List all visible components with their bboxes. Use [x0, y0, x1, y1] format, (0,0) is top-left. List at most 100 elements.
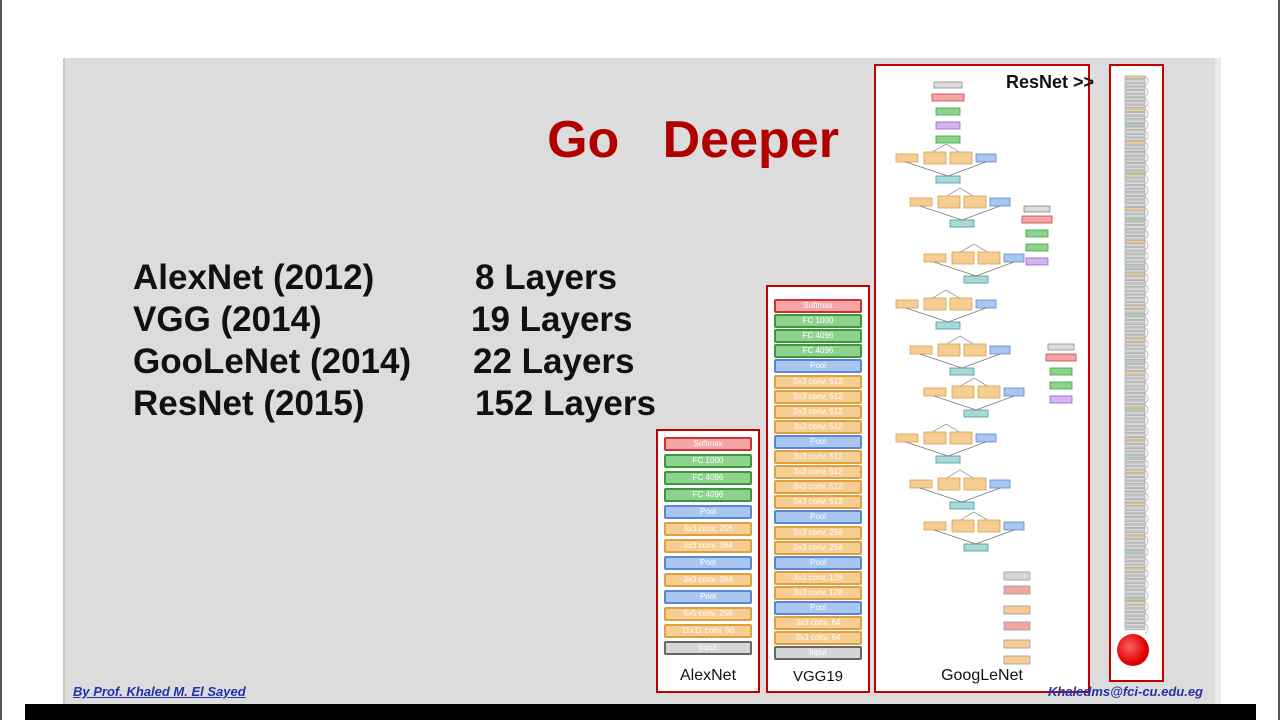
googlenet-block — [1003, 585, 1031, 595]
resnet-layer — [1124, 206, 1146, 211]
skip-connection — [1144, 174, 1149, 185]
skip-connection — [1144, 119, 1149, 131]
vgg19-label: VGG19 — [792, 668, 844, 685]
googlenet-block — [951, 519, 975, 533]
googlenet-graph — [895, 81, 1077, 665]
resnet-layer — [1124, 571, 1146, 576]
googlenet-block — [909, 345, 933, 355]
laser-pointer-dot — [1117, 634, 1149, 666]
resnet-layer — [1124, 531, 1146, 536]
resnet-layer — [1124, 254, 1146, 258]
googlenet-block — [951, 251, 975, 265]
googlenet-block — [935, 321, 961, 330]
resnet-layer — [1124, 615, 1146, 620]
layer-block: 3x3 conv, 256 — [664, 522, 752, 536]
googlenet-block — [935, 135, 961, 144]
resnet-layer — [1124, 196, 1146, 200]
network-name: GooLeNet (2014) — [133, 342, 412, 381]
slide-edge — [63, 58, 65, 704]
resnet-layer — [1124, 214, 1146, 218]
resnet-layer — [1124, 258, 1146, 262]
googlenet-block — [923, 151, 947, 165]
resnet-layer — [1124, 75, 1146, 79]
layer-block: FC 4096 — [664, 488, 752, 502]
connector-line — [933, 395, 977, 411]
resnet-layer — [1124, 101, 1146, 105]
resnet-layer — [1124, 480, 1146, 485]
skip-connection — [1144, 459, 1149, 470]
skip-connection — [1144, 130, 1149, 141]
resnet-layer — [1124, 349, 1146, 353]
connector-line — [933, 529, 977, 545]
layer-block: FC 1000 — [774, 314, 862, 329]
skip-connection — [1144, 305, 1149, 317]
resnet-layer — [1124, 170, 1146, 174]
resnet-layer — [1124, 144, 1146, 149]
resnet-layer — [1124, 331, 1146, 335]
resnet-layer — [1124, 539, 1146, 543]
layer-block: 11x11 conv, 96 — [664, 624, 752, 638]
resnet-layer — [1124, 356, 1146, 361]
skip-connection — [1144, 393, 1149, 404]
googlenet-block — [1003, 571, 1031, 581]
resnet-layer — [1124, 130, 1146, 134]
connector-line — [975, 261, 1015, 277]
skip-connection — [1144, 546, 1149, 558]
slide: Go Deeper AlexNet (2012) 8 Layers VGG (2… — [63, 58, 1217, 704]
resnet-layer — [1124, 411, 1146, 415]
resnet-layer — [1124, 425, 1146, 430]
resnet-layer — [1124, 79, 1146, 83]
googlenet-block — [949, 501, 975, 510]
resnet-layer — [1124, 477, 1146, 481]
resnet-layer — [1124, 217, 1146, 222]
skip-connection — [1144, 404, 1149, 415]
skip-connection — [1144, 535, 1149, 547]
googlenet-block — [949, 151, 973, 165]
resnet-layer — [1124, 225, 1146, 229]
layer-block: 3x3 conv, 256 — [774, 540, 862, 555]
googlenet-block — [1003, 253, 1025, 263]
resnet-layer — [1124, 601, 1146, 605]
skip-connection — [1144, 437, 1149, 448]
skip-connection — [1144, 240, 1149, 251]
resnet-layer — [1124, 466, 1146, 470]
skip-connection — [1144, 491, 1149, 503]
googlenet-block — [1045, 353, 1077, 362]
connector-line — [975, 395, 1015, 411]
skip-connection — [1144, 349, 1149, 360]
googlenet-block — [989, 197, 1011, 207]
resnet-layer — [1124, 447, 1146, 452]
resnet-layer — [1124, 367, 1146, 371]
layer-block: Pool — [774, 359, 862, 374]
skip-connection — [1144, 97, 1149, 109]
resnet-layer — [1124, 97, 1146, 101]
layer-block: 3x3 conv, 512 — [774, 465, 862, 480]
skip-connection — [1144, 108, 1149, 120]
network-name: AlexNet (2012) — [133, 258, 375, 297]
resnet-layer — [1124, 608, 1146, 612]
resnet-layer — [1124, 393, 1146, 397]
resnet-layer — [1124, 159, 1146, 163]
skip-connection — [1144, 141, 1149, 152]
resnet-layer — [1124, 250, 1146, 255]
layer-block: 3x3 conv, 64 — [774, 616, 862, 631]
skip-connection — [1144, 338, 1149, 350]
resnet-layer — [1124, 455, 1146, 459]
connector-line — [905, 307, 949, 323]
layer-block: Pool — [774, 555, 862, 570]
resnet-layer — [1124, 557, 1146, 561]
googlenet-label: GoogLeNet — [941, 667, 1023, 684]
googlenet-block — [1049, 395, 1073, 404]
resnet-layer — [1124, 564, 1146, 569]
connector-line — [919, 487, 963, 503]
resnet-layer — [1124, 112, 1146, 116]
resnet-layer — [1124, 276, 1146, 280]
resnet-layer — [1124, 323, 1146, 328]
layer-block: 3x3 conv, 256 — [774, 525, 862, 540]
resnet-layer — [1124, 363, 1146, 368]
googlenet-block — [935, 455, 961, 464]
resnet-layer — [1124, 210, 1146, 215]
googlenet-block — [1025, 229, 1049, 238]
